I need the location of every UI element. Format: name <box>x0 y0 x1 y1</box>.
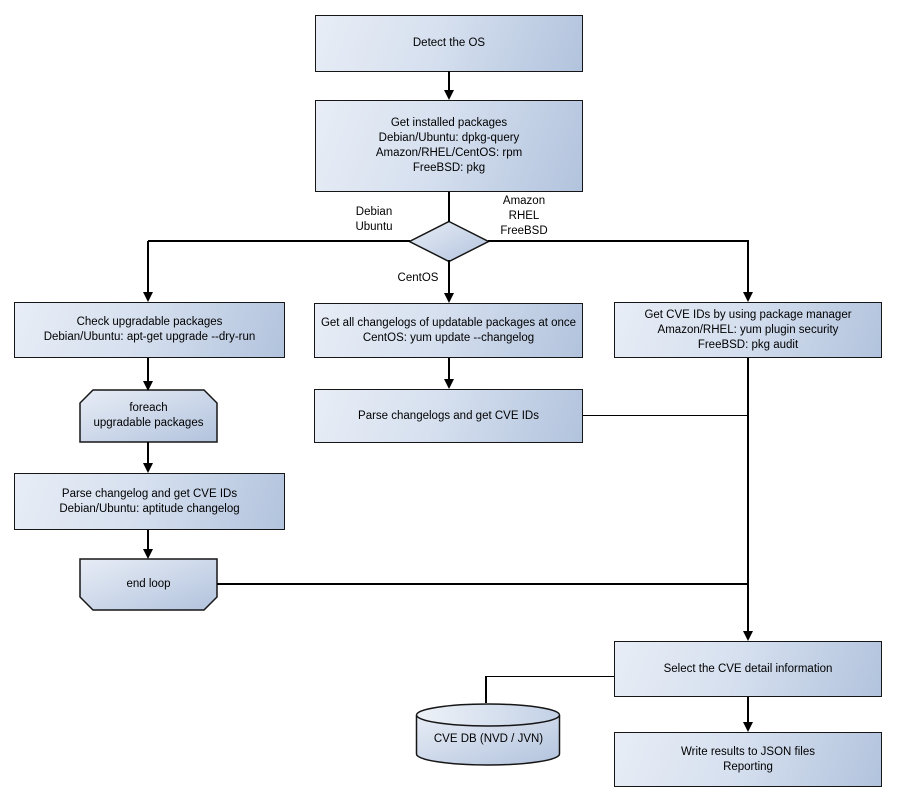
arrowhead <box>143 463 153 473</box>
node-parse-changelog-debian: Parse changelog and get CVE IDs Debian/U… <box>14 473 285 530</box>
arrowhead <box>143 549 153 559</box>
node-cve-db-cylinder <box>415 703 561 766</box>
connector-line <box>448 260 450 294</box>
node-foreach-loop-shape <box>79 389 218 443</box>
node-end-loop-shape <box>79 558 218 611</box>
connector-line <box>747 697 749 722</box>
connector-line <box>488 240 749 242</box>
connector-line <box>147 442 149 463</box>
connector-line <box>747 358 749 631</box>
edge-label-amazon-rhel-freebsd: Amazon RHEL FreeBSD <box>500 195 548 237</box>
arrowhead <box>444 379 454 389</box>
connector-line <box>448 192 450 222</box>
connector-line <box>747 241 749 293</box>
connector-line <box>448 71 450 91</box>
connector-line <box>486 675 614 677</box>
arrowhead <box>743 292 753 302</box>
arrowhead <box>743 631 753 641</box>
connector-line <box>583 414 749 416</box>
arrowhead <box>143 381 153 391</box>
arrowhead <box>444 90 454 100</box>
connector-line <box>485 676 487 703</box>
edge-label-centos: CentOS <box>397 272 439 284</box>
edge-label-debian-ubuntu: Debian Ubuntu <box>355 206 393 233</box>
connector-line <box>147 358 149 381</box>
connector-line <box>147 530 149 549</box>
node-select-cve-detail: Select the CVE detail information <box>614 641 882 697</box>
connector-line <box>448 358 450 379</box>
connector-line <box>148 240 410 242</box>
node-write-results-reporting: Write results to JSON files Reporting <box>614 732 882 787</box>
node-detect-os: Detect the OS <box>315 15 583 72</box>
connector-line <box>147 241 149 293</box>
arrowhead <box>444 293 454 303</box>
node-os-decision-diamond <box>408 220 490 263</box>
connector-line <box>217 583 749 585</box>
node-get-all-changelogs: Get all changelogs of updatable packages… <box>314 303 583 358</box>
arrowhead <box>143 292 153 302</box>
arrowhead <box>743 722 753 732</box>
node-parse-changelogs-centos: Parse changelogs and get CVE IDs <box>314 389 583 443</box>
node-get-cve-ids-package-manager: Get CVE IDs by using package manager Ama… <box>614 302 882 358</box>
node-get-installed-packages: Get installed packages Debian/Ubuntu: dp… <box>315 100 583 192</box>
node-check-upgradable-packages: Check upgradable packages Debian/Ubuntu:… <box>14 302 285 358</box>
